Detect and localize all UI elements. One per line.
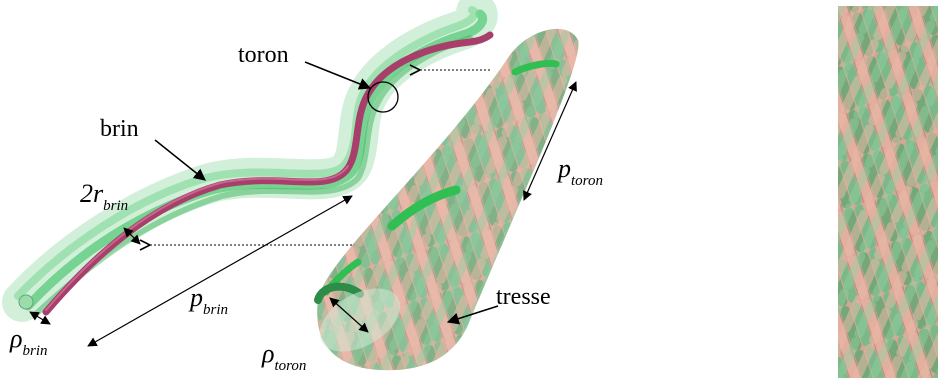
toron-end-cap <box>19 295 33 309</box>
p-toron-symbol: ptoron <box>556 154 603 189</box>
rho-toron-symbol: ρtoron <box>261 339 306 374</box>
tresse-side-view <box>838 6 938 378</box>
brin-label: brin <box>100 116 139 142</box>
rho-brin-symbol: ρbrin <box>9 324 48 359</box>
tresse-side-strip-overlay <box>838 6 938 378</box>
two-r-brin-symbol: 2rbrin <box>80 179 128 214</box>
toron-label: toron <box>238 42 289 68</box>
tresse-label: tresse <box>496 284 551 310</box>
p-brin-symbol: pbrin <box>188 283 228 318</box>
